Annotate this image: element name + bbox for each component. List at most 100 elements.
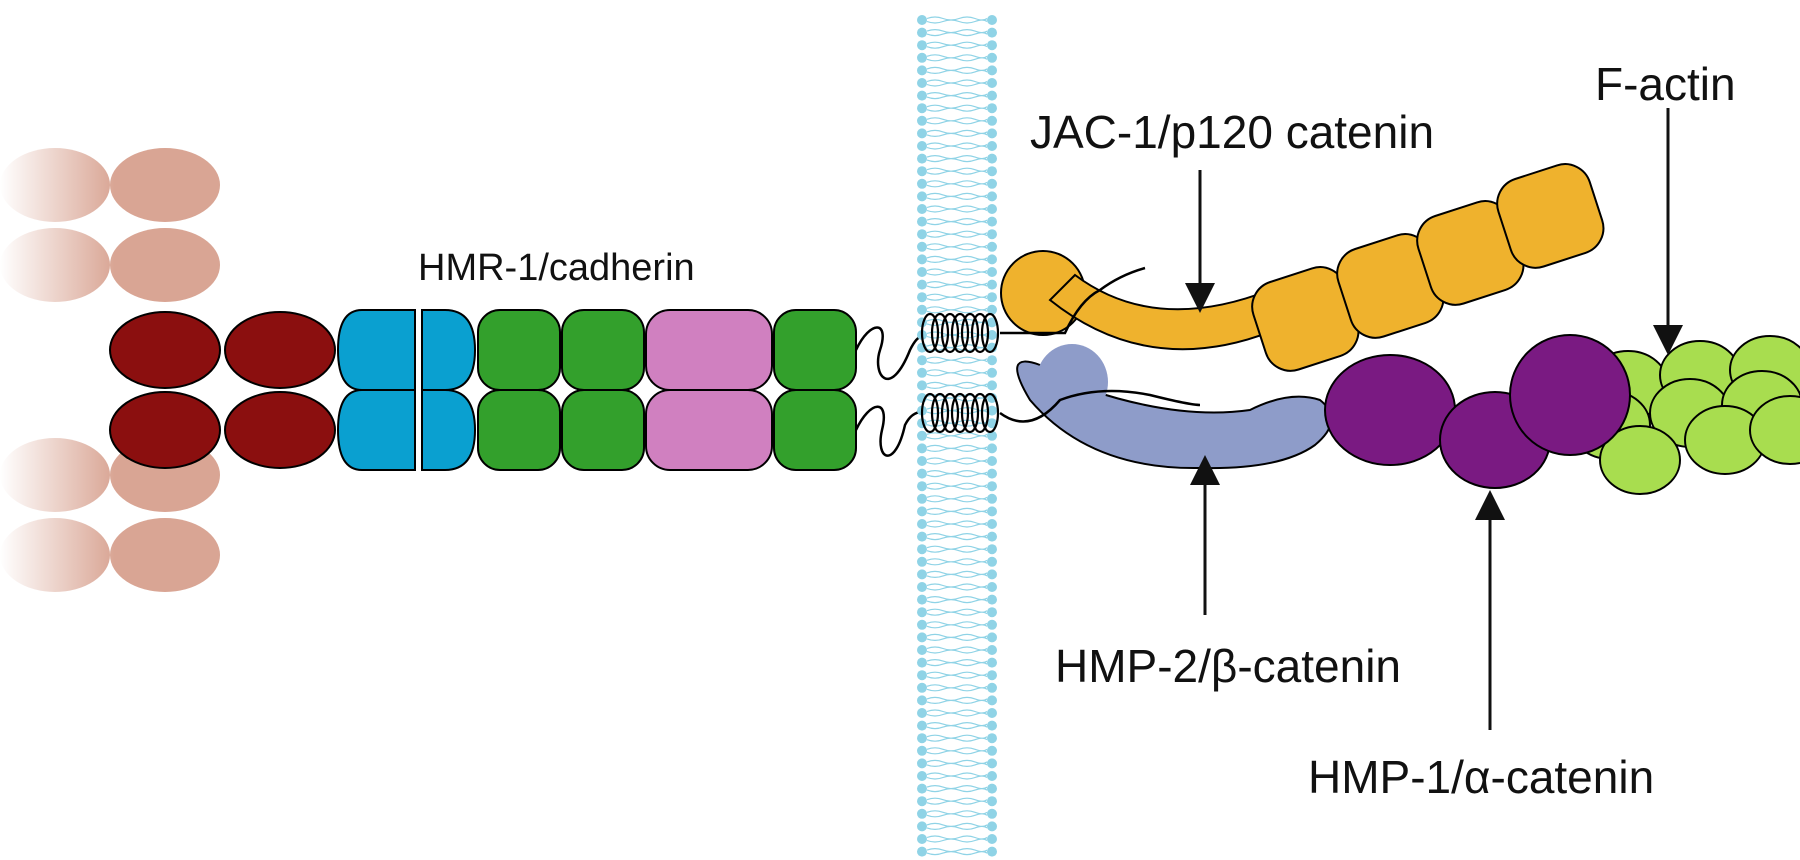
label-cadherin: HMR-1/cadherin bbox=[418, 247, 695, 289]
ec-domain-green bbox=[773, 309, 857, 391]
ghost-domain bbox=[110, 518, 220, 592]
lipid-head bbox=[917, 670, 927, 681]
lipid-head bbox=[917, 834, 927, 844]
lipid-head bbox=[917, 481, 927, 492]
ec-domain-green bbox=[773, 389, 857, 471]
lipid-head bbox=[987, 330, 997, 340]
ec-domain-blue-left bbox=[336, 389, 416, 471]
lipid-head bbox=[917, 846, 927, 857]
ec-domain-dark-red bbox=[109, 391, 221, 469]
lipid-head bbox=[917, 90, 927, 101]
lipid-head bbox=[987, 506, 997, 517]
lipid-tail bbox=[926, 192, 988, 200]
lipid-head bbox=[917, 15, 927, 25]
lipid-tail bbox=[926, 29, 988, 37]
ghost-domain bbox=[110, 228, 220, 302]
lipid-head bbox=[917, 103, 927, 114]
lipid-head bbox=[917, 695, 927, 706]
hmp1-alpha-catenin bbox=[1324, 334, 1631, 489]
ec-domain-green bbox=[561, 389, 645, 471]
lipid-head bbox=[987, 40, 997, 51]
lipid-tail bbox=[926, 281, 988, 289]
lipid-head bbox=[917, 544, 927, 555]
lipid-head bbox=[987, 78, 997, 88]
lipid-head bbox=[987, 745, 997, 756]
ec-domain-green bbox=[561, 309, 645, 391]
lipid-tail bbox=[926, 608, 988, 616]
helix-turn bbox=[980, 392, 1000, 434]
ec-domain-dark-red bbox=[109, 311, 221, 389]
lipid-tail bbox=[926, 344, 988, 352]
lipid-tail bbox=[926, 671, 988, 679]
lipid-head bbox=[987, 594, 997, 605]
lipid-head bbox=[917, 745, 927, 756]
lipid-tail bbox=[926, 696, 988, 704]
lipid-tail bbox=[926, 722, 988, 730]
lipid-tail bbox=[926, 432, 988, 440]
lipid-head bbox=[917, 204, 927, 214]
ec-domain-blue-right bbox=[421, 309, 477, 391]
lipid-head bbox=[917, 128, 927, 139]
lipid-tail bbox=[926, 41, 988, 49]
lipid-tail bbox=[926, 570, 988, 578]
lipid-head bbox=[987, 695, 997, 706]
lipid-head bbox=[987, 216, 997, 227]
helix-turn bbox=[950, 312, 970, 354]
lipid-tail bbox=[926, 92, 988, 100]
tail-bottom bbox=[999, 389, 1201, 423]
lipid-head bbox=[987, 317, 997, 328]
lipid-head bbox=[987, 456, 997, 466]
helix-turn bbox=[920, 312, 940, 354]
lipid-head bbox=[987, 733, 997, 744]
ec-domain-blue-right bbox=[421, 389, 477, 471]
lipid-head bbox=[917, 443, 927, 454]
transmembrane-helices bbox=[920, 312, 1000, 434]
lipid-tail bbox=[926, 659, 988, 667]
lipid-head bbox=[917, 216, 927, 227]
ghost-domain bbox=[110, 148, 220, 222]
helix-turn bbox=[940, 312, 960, 354]
lipid-head bbox=[987, 493, 997, 504]
lipid-head bbox=[987, 632, 997, 643]
lipid-tail bbox=[926, 646, 988, 654]
lipid-tail bbox=[926, 507, 988, 515]
lipid-tail bbox=[926, 155, 988, 163]
lipid-tail bbox=[926, 835, 988, 843]
lipid-head bbox=[987, 27, 997, 38]
lipid-tail bbox=[926, 167, 988, 175]
pointer-arrows bbox=[1185, 108, 1683, 730]
lipid-tail bbox=[926, 457, 988, 465]
lipid-head bbox=[917, 229, 927, 240]
lipid-head bbox=[917, 166, 927, 177]
lipid-head bbox=[987, 834, 997, 844]
actin-monomer bbox=[1599, 425, 1681, 495]
lipid-tail bbox=[926, 255, 988, 263]
lipid-head bbox=[987, 657, 997, 668]
lipid-head bbox=[987, 531, 997, 542]
lipid-head bbox=[987, 582, 997, 592]
lipid-head bbox=[987, 279, 997, 290]
lipid-tail bbox=[926, 369, 988, 377]
lipid-tail bbox=[926, 356, 988, 364]
lipid-head bbox=[987, 153, 997, 164]
lipid-head bbox=[917, 153, 927, 164]
helix-turn bbox=[960, 392, 980, 434]
lipid-tail bbox=[926, 79, 988, 87]
lipid-head bbox=[987, 418, 997, 429]
lipid-head bbox=[917, 115, 927, 126]
lipid-tail bbox=[926, 444, 988, 452]
lipid-head bbox=[917, 582, 927, 592]
lipid-head bbox=[917, 808, 927, 819]
lipid-head bbox=[917, 531, 927, 542]
hmr1-cadherin-dimer bbox=[109, 309, 923, 471]
lipid-head bbox=[917, 758, 927, 769]
lipid-head bbox=[987, 254, 997, 265]
lipid-head bbox=[917, 519, 927, 529]
lipid-head bbox=[917, 380, 927, 391]
lipid-tail bbox=[926, 684, 988, 692]
helix-turn bbox=[970, 392, 990, 434]
lipid-tail bbox=[926, 621, 988, 629]
lipid-tail bbox=[926, 772, 988, 780]
lipid-head bbox=[917, 254, 927, 265]
lipid-tail bbox=[926, 230, 988, 238]
